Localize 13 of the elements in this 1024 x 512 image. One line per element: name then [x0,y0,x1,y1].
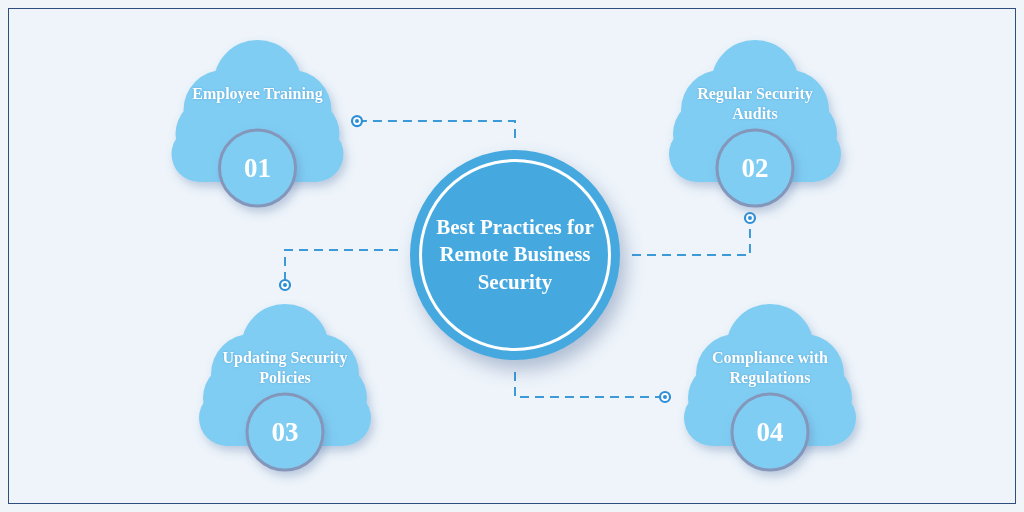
cloud-title: Updating Security Policies [221,348,349,388]
step-number: 01 [243,155,272,182]
dashed-connector [350,115,516,139]
step-number: 03 [270,419,300,446]
dashed-connector [631,211,757,256]
dashed-connector [514,371,672,404]
cloud-title: Employee Training [191,84,324,104]
dashed-connector [278,248,399,292]
cloud-title: Compliance with Regulations [711,348,829,388]
cloud-title: Regular Security Audits [696,84,814,124]
step-number: 04 [755,419,785,446]
step-number: 02 [740,155,770,182]
center-title: Best Practices for Remote Business Security [435,214,595,296]
